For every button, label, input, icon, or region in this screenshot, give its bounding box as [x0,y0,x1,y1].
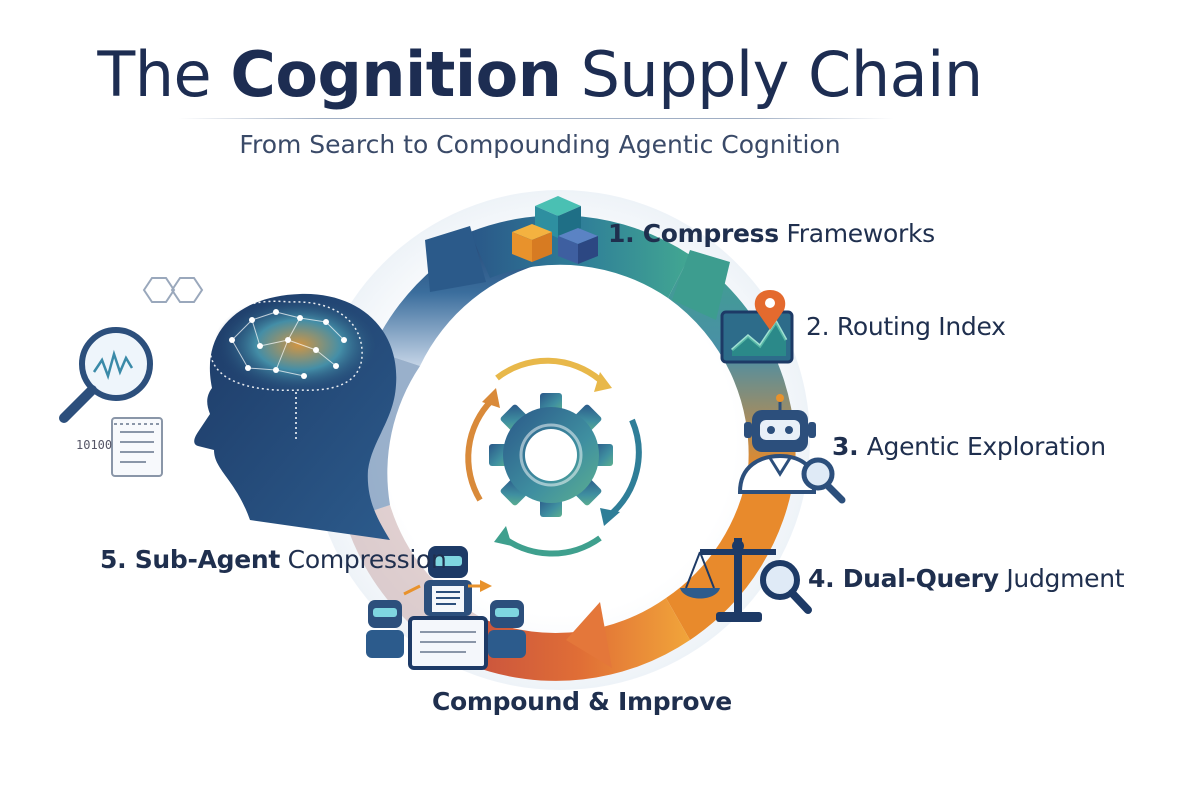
step-5-label: 5. Sub-Agent Compression [100,545,447,574]
cubes-icon [512,196,598,264]
step-1-label: 1. Compress Frameworks [608,219,935,248]
page-subtitle: From Search to Compounding Agentic Cogni… [239,130,841,159]
map-pin-icon [720,290,794,364]
page-title: The Cognition Supply Chain [97,38,983,111]
step-4-label: 4. Dual-Query Judgment [808,564,1125,593]
center-label: Compound & Improve [432,687,732,716]
magnifier-chart-icon [59,327,153,423]
sub-agents-icon [366,546,526,670]
scales-magnifier-icon [680,538,812,622]
arrow-head-top-left [425,226,486,292]
robot-magnifier-icon [737,394,846,504]
gear-icon [465,357,642,557]
title-divider [178,118,894,119]
binary-text: 10100 [76,438,113,452]
arrow-head-top-right [672,250,730,320]
hexagon-icon [142,277,204,303]
brain-head-icon [194,293,397,540]
step-3-label: 3. Agentic Exploration [832,432,1106,461]
document-icon [111,417,163,477]
step-2-label: 2. Routing Index [806,312,1006,341]
arrow-head-bottom [566,602,612,668]
